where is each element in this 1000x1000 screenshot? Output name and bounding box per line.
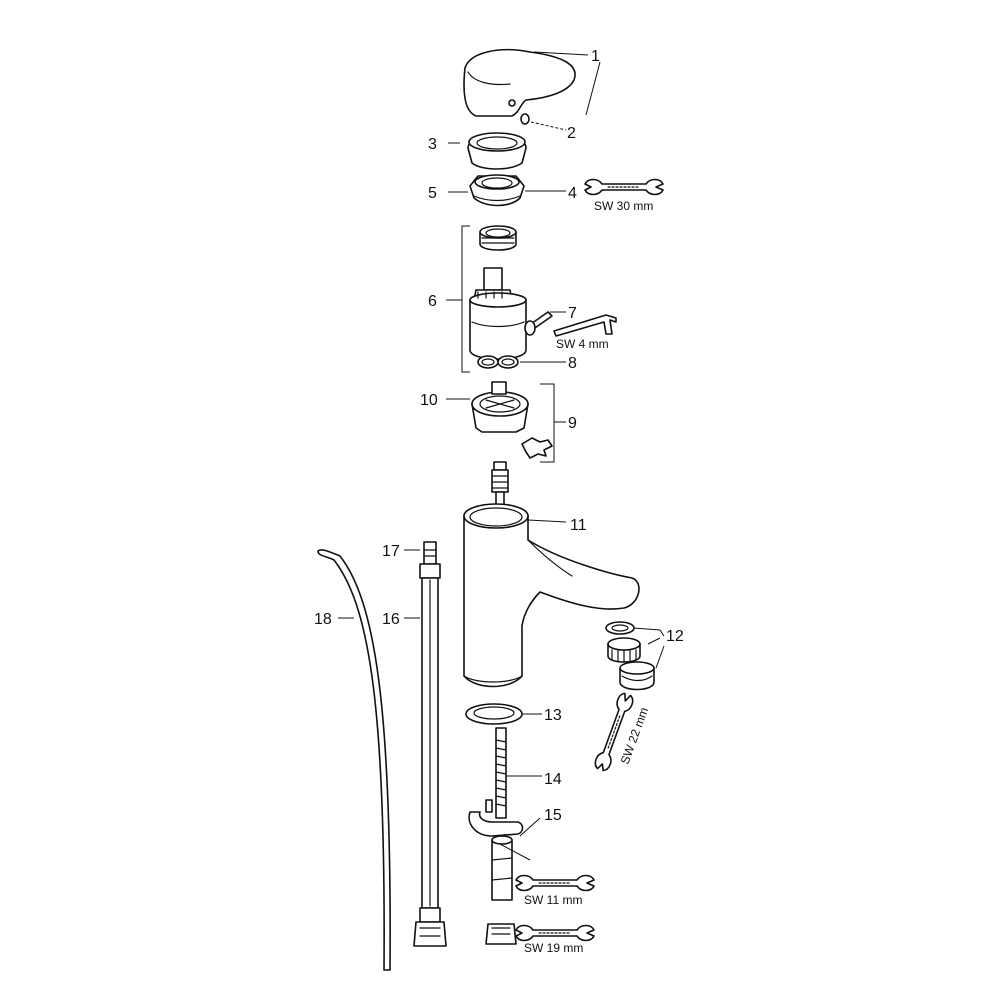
bracket-9: 9: [540, 383, 577, 463]
part-hose-nut-center: [485, 923, 517, 945]
label-14: 14: [544, 771, 562, 788]
tool-label-sw4: SW 4 mm: [556, 337, 609, 351]
part-o-rings: 8: [477, 355, 577, 372]
label-10: 10: [420, 392, 438, 409]
tool-label-sw11: SW 11 mm: [524, 893, 582, 907]
part-gasket: 13: [465, 703, 562, 725]
part-spout-body: 11: [463, 503, 640, 688]
wrench-sw19-icon: SW 19 mm: [515, 924, 595, 955]
label-15: 15: [544, 807, 562, 824]
part-grub-screw: 2: [520, 113, 576, 142]
label-4: 4: [568, 185, 577, 202]
wrench-sw22-icon: [594, 692, 634, 772]
wrench-sw11-icon: SW 11 mm: [515, 874, 595, 907]
tool-label-sw30: SW 30 mm: [594, 199, 653, 213]
label-5: 5: [428, 185, 437, 202]
label-8: 8: [568, 355, 577, 372]
part-threaded-ring: [479, 225, 517, 251]
part-cartridge: [469, 267, 527, 360]
label-2: 2: [567, 125, 576, 142]
label-17: 17: [382, 543, 400, 560]
part-clip: [521, 437, 553, 459]
label-7: 7: [568, 305, 577, 322]
label-9: 9: [568, 415, 577, 432]
part-valve-stem: [491, 461, 509, 513]
label-3: 3: [428, 136, 437, 153]
leader-1: 1: [533, 48, 601, 116]
part-valve-insert: 10: [420, 381, 529, 433]
label-1: 1: [591, 48, 600, 65]
part-curved-rod: 18: [314, 549, 391, 971]
part-handle: [463, 48, 576, 117]
part-flex-hose: 17 16: [382, 541, 447, 947]
part-aerator-set: 12: [605, 621, 684, 691]
label-18: 18: [314, 611, 332, 628]
label-16: 16: [382, 611, 400, 628]
bracket-6: 6: [428, 225, 470, 373]
allen-key-sw4-icon: SW 4 mm: [553, 314, 617, 351]
part-cover-cap: 3: [428, 132, 527, 170]
label-6: 6: [428, 293, 437, 310]
wrench-sw30-icon: SW 30 mm: [584, 178, 664, 213]
part-mounting-set: 15: [468, 799, 562, 901]
part-threaded-rod: 14: [495, 727, 562, 819]
label-12: 12: [666, 628, 684, 645]
tool-label-sw19: SW 19 mm: [524, 941, 583, 955]
label-11: 11: [570, 517, 587, 534]
part-screw: 7: [524, 305, 577, 336]
part-nut: 5 4: [428, 174, 577, 207]
label-13: 13: [544, 707, 562, 724]
